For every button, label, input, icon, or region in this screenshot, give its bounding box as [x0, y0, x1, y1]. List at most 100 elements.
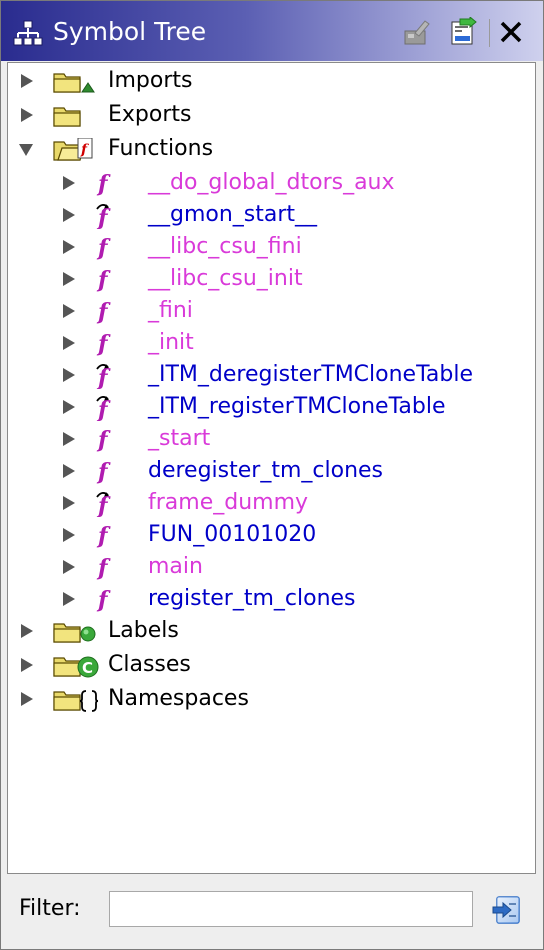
function-icon: f	[96, 523, 111, 549]
function-node[interactable]: f FUN_00101020	[8, 518, 535, 552]
svg-text:f: f	[96, 555, 111, 581]
function-icon: f	[96, 331, 111, 357]
filter-options-icon	[492, 896, 520, 924]
filter-input[interactable]	[109, 891, 473, 927]
tree-node-imports[interactable]: Imports	[8, 64, 535, 98]
function-node[interactable]: f _init	[8, 326, 535, 360]
function-node[interactable]: f __gmon_start__	[8, 198, 535, 232]
collapse-arrow-icon[interactable]	[18, 143, 34, 157]
function-node[interactable]: f _ITM_deregisterTMCloneTable	[8, 358, 535, 392]
filter-options-button[interactable]	[489, 893, 527, 927]
function-node[interactable]: f _ITM_registerTMCloneTable	[8, 390, 535, 424]
expand-arrow-icon[interactable]	[62, 591, 76, 607]
tree-node-label: Namespaces	[108, 686, 249, 711]
expand-arrow-icon[interactable]	[62, 367, 76, 383]
expand-arrow-icon[interactable]	[62, 175, 76, 191]
tree-node-label: Imports	[108, 68, 193, 93]
expand-arrow-icon[interactable]	[62, 495, 76, 511]
filter-label: Filter:	[19, 896, 81, 921]
function-icon: f	[96, 459, 111, 485]
svg-text:f: f	[96, 235, 111, 261]
function-label: FUN_00101020	[148, 522, 317, 547]
svg-text:f: f	[96, 267, 111, 293]
thunk-function-icon: f	[96, 204, 111, 229]
tree-node-label: Classes	[108, 652, 191, 677]
window-title: Symbol Tree	[53, 17, 207, 46]
svg-text:f: f	[96, 523, 111, 549]
thunk-function-icon: f	[96, 492, 111, 517]
expand-arrow-icon[interactable]	[62, 559, 76, 575]
svg-text:f: f	[96, 171, 111, 197]
function-icon: f	[96, 235, 111, 261]
expand-arrow-icon[interactable]	[20, 73, 34, 89]
symbol-tree[interactable]: Imports Exports f Functions f	[7, 62, 536, 874]
function-label: __do_global_dtors_aux	[148, 170, 395, 195]
navigate-on-incoming-button[interactable]	[446, 15, 480, 49]
expand-arrow-icon[interactable]	[20, 107, 34, 123]
function-label: __libc_csu_init	[148, 266, 303, 291]
function-node[interactable]: f __libc_csu_init	[8, 262, 535, 296]
function-icon: f	[96, 427, 111, 453]
tree-node-label: Labels	[108, 618, 179, 643]
thunk-function-icon: f	[96, 396, 111, 421]
function-node[interactable]: f main	[8, 550, 535, 584]
expand-arrow-icon[interactable]	[62, 463, 76, 479]
create-namespace-icon	[404, 20, 430, 45]
expand-arrow-icon[interactable]	[62, 335, 76, 351]
thunk-function-icon: f	[96, 364, 111, 389]
svg-text:f: f	[96, 365, 111, 389]
svg-text:f: f	[96, 493, 111, 517]
expand-arrow-icon[interactable]	[62, 271, 76, 287]
expand-arrow-icon[interactable]	[62, 431, 76, 447]
function-node[interactable]: f _start	[8, 422, 535, 456]
tree-node-label: Functions	[108, 136, 214, 161]
svg-text:f: f	[80, 142, 90, 158]
svg-text:f: f	[96, 331, 111, 357]
function-node[interactable]: f frame_dummy	[8, 486, 535, 520]
function-node[interactable]: f __do_global_dtors_aux	[8, 166, 535, 200]
function-label: __libc_csu_fini	[148, 234, 302, 259]
expand-arrow-icon[interactable]	[62, 527, 76, 543]
title-bar[interactable]: Symbol Tree	[1, 1, 543, 61]
expand-arrow-icon[interactable]	[20, 691, 34, 707]
expand-arrow-icon[interactable]	[62, 303, 76, 319]
expand-arrow-icon[interactable]	[62, 207, 76, 223]
function-node[interactable]: f register_tm_clones	[8, 582, 535, 616]
function-node[interactable]: f deregister_tm_clones	[8, 454, 535, 488]
function-icon: f	[96, 555, 111, 581]
function-node[interactable]: f __libc_csu_fini	[8, 230, 535, 264]
tree-node-exports[interactable]: Exports	[8, 98, 535, 132]
tree-node-namespaces[interactable]: Namespaces	[8, 682, 535, 716]
function-label: register_tm_clones	[148, 586, 356, 611]
function-label: main	[148, 554, 203, 579]
labels-folder-icon	[53, 623, 96, 643]
expand-arrow-icon[interactable]	[20, 657, 34, 673]
tree-node-functions[interactable]: f Functions	[8, 132, 535, 166]
svg-text:f: f	[96, 427, 111, 453]
function-icon: f	[96, 299, 111, 325]
function-label: frame_dummy	[148, 490, 309, 515]
svg-text:f: f	[96, 205, 111, 229]
svg-text:f: f	[96, 587, 111, 613]
filter-bar: Filter:	[7, 875, 536, 943]
function-node[interactable]: f _fini	[8, 294, 535, 328]
tree-node-classes[interactable]: C Classes	[8, 648, 535, 682]
function-label: _init	[148, 330, 194, 355]
expand-arrow-icon[interactable]	[20, 623, 34, 639]
function-icon: f	[96, 587, 111, 613]
toolbar-separator	[489, 19, 490, 47]
navigate-on-incoming-icon	[451, 17, 477, 45]
function-icon: f	[96, 171, 111, 197]
tree-node-labels[interactable]: Labels	[8, 614, 535, 648]
function-label: __gmon_start__	[148, 202, 318, 227]
svg-text:C: C	[82, 659, 93, 677]
functions-folder-icon: f	[53, 138, 93, 161]
expand-arrow-icon[interactable]	[62, 239, 76, 255]
create-namespace-button[interactable]	[399, 15, 433, 49]
svg-text:f: f	[96, 299, 111, 325]
expand-arrow-icon[interactable]	[62, 399, 76, 415]
function-label: _start	[148, 426, 211, 451]
classes-folder-icon: C	[53, 656, 99, 678]
close-button[interactable]	[494, 15, 528, 49]
